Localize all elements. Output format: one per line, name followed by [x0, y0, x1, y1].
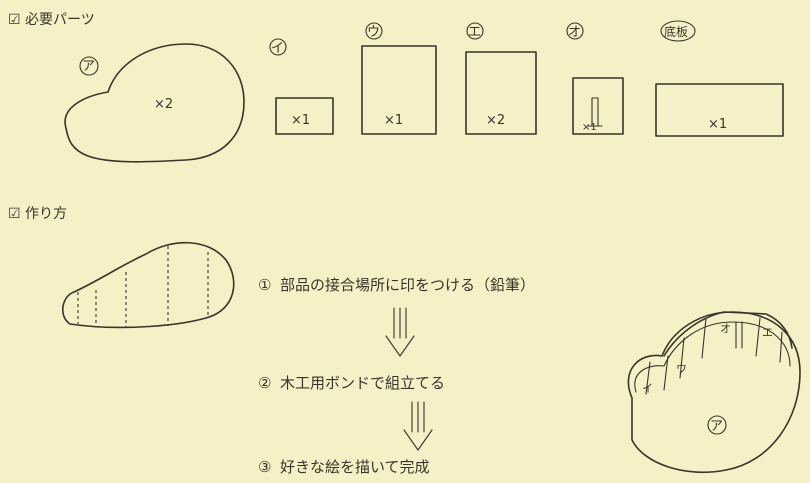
part-o-label: オ: [568, 25, 581, 40]
part-a-label-circle: [79, 56, 99, 76]
assembled-box: ア イ ウ オ エ: [627, 311, 801, 474]
part-e-qty: ×2: [486, 113, 505, 128]
part-e-label: エ: [468, 25, 481, 40]
step-2-number: ②: [258, 374, 271, 392]
assembled-side-label: ア: [710, 419, 723, 434]
part-i-rect: [275, 97, 334, 135]
part-a-qty: ×2: [154, 97, 173, 112]
part-o-rect: [572, 77, 624, 135]
part-a: ア ×2: [64, 43, 245, 163]
part-o-label-circle: [566, 22, 584, 40]
part-u-label-circle: [365, 22, 383, 40]
part-bottom: 底板 ×1: [655, 20, 784, 137]
part-u-rect: [361, 45, 437, 135]
part-o: オ ×1: [566, 22, 624, 135]
part-u-label: ウ: [367, 25, 380, 40]
assembled-panel-label-2: ウ: [676, 362, 687, 375]
part-bottom-qty: ×1: [708, 117, 727, 132]
step-1-text: 部品の接合場所に印をつける（鉛筆）: [280, 276, 535, 294]
assembled-panel-label-3: オ: [720, 322, 731, 335]
assembled-panel-lines: [645, 317, 783, 395]
assembled-tab: [735, 321, 743, 349]
part-u: ウ ×1: [361, 22, 437, 135]
part-e-rect: [465, 51, 537, 135]
part-bottom-label: 底板: [664, 24, 688, 39]
part-o-tab: [587, 97, 603, 127]
part-a-outline: [64, 43, 245, 163]
marked-shape-outline: [62, 241, 235, 329]
assembled-panel-label-4: エ: [762, 326, 773, 339]
assembled-side: [627, 311, 801, 474]
part-a-label: ア: [82, 59, 95, 74]
part-bottom-label-circle: [660, 20, 696, 42]
assembled-top-rim: [634, 321, 791, 393]
part-i-qty: ×1: [291, 113, 310, 128]
part-i-label-circle: [269, 38, 287, 56]
step-3-text: 好きな絵を描いて完成: [280, 458, 430, 476]
down-arrow-icon: [403, 401, 433, 451]
part-e-label-circle: [466, 22, 484, 40]
step-1-number: ①: [258, 276, 271, 294]
part-i: イ ×1: [269, 38, 334, 135]
part-u-qty: ×1: [384, 113, 403, 128]
part-i-label: イ: [271, 41, 284, 56]
assembled-back: [663, 311, 793, 357]
part-o-qty: ×1: [582, 122, 597, 133]
part-e: エ ×2: [465, 22, 537, 135]
marked-shape: [62, 241, 235, 329]
parts-section-title: ☑ 必要パーツ: [8, 12, 95, 28]
assembled-panel-label-1: イ: [642, 382, 653, 395]
assembled-side-label-circle: [707, 415, 727, 435]
down-arrow-icon: [385, 307, 415, 357]
method-section-title: ☑ 作り方: [8, 206, 67, 222]
part-bottom-rect: [655, 83, 784, 137]
step-3-number: ③: [258, 458, 271, 476]
step-2-text: 木工用ボンドで組立てる: [280, 374, 445, 392]
